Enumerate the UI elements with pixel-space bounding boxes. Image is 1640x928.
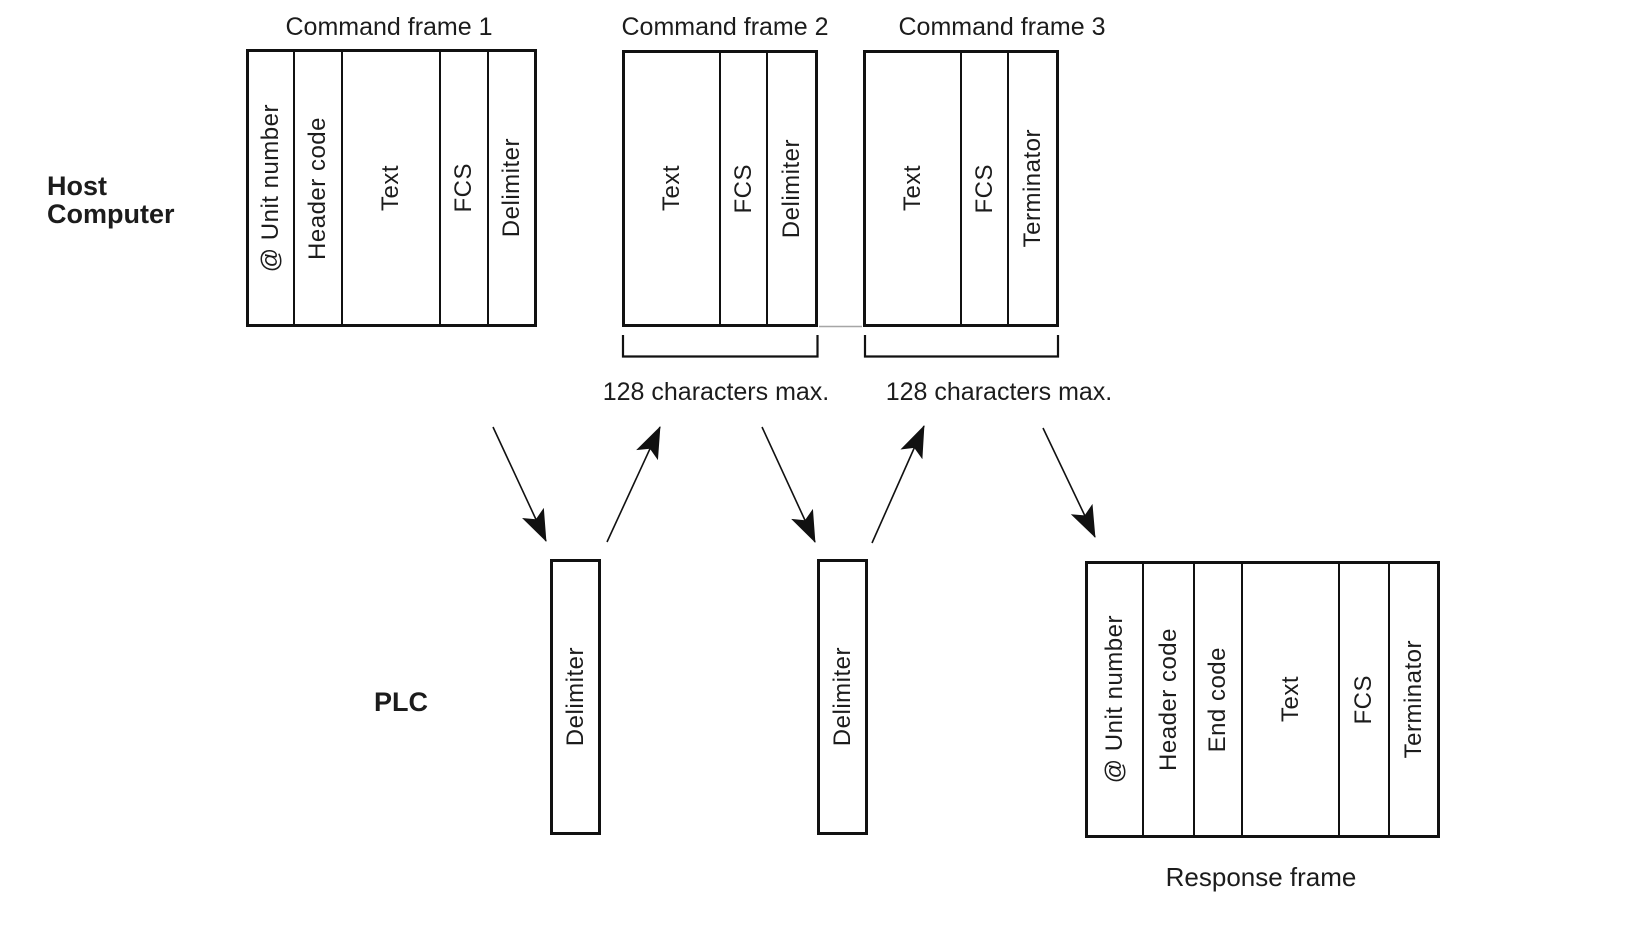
plc-delimiter-box-1: Delimiter <box>550 559 601 835</box>
max-characters-note-2: 128 characters max. <box>885 378 1113 406</box>
max-characters-note-1: 128 characters max. <box>602 378 830 406</box>
frame-cell-header-code: Header code <box>295 52 343 324</box>
command-frame-3-title: Command frame 3 <box>898 13 1106 41</box>
frame-cell-text: Text <box>1243 564 1340 835</box>
frame-cell-text: Text <box>343 52 441 324</box>
frame-cell-unit-number: @ Unit number <box>249 52 295 324</box>
response-frame-title: Response frame <box>1165 862 1357 892</box>
frame-cell-fcs: FCS <box>962 53 1009 324</box>
frame-cell-end-code: End code <box>1195 564 1243 835</box>
frame-cell-text: Text <box>625 53 721 324</box>
arrow-host-to-plc-2 <box>761 426 816 543</box>
arrow-host-to-plc-3 <box>1042 427 1096 538</box>
arrow-plc-to-host-1 <box>606 426 661 543</box>
response-frame: @ Unit number Header code End code Text … <box>1085 561 1440 838</box>
frame-cell-fcs: FCS <box>1340 564 1390 835</box>
plc-label: PLC <box>374 687 428 717</box>
arrow-plc-to-host-2 <box>871 425 925 544</box>
command-frame-1: @ Unit number Header code Text FCS Delim… <box>246 49 537 327</box>
frame-cell-header-code: Header code <box>1144 564 1195 835</box>
bracket-frame-3 <box>863 335 1060 358</box>
bracket-frame-2 <box>621 335 819 358</box>
command-frame-2: Text FCS Delimiter <box>622 50 818 327</box>
frame-cell-text: Text <box>866 53 962 324</box>
command-frame-2-title: Command frame 2 <box>621 13 829 41</box>
host-computer-label: Host Computer <box>47 171 175 230</box>
frame-cell-unit-number: @ Unit number <box>1088 564 1144 835</box>
plc-delimiter-box-2: Delimiter <box>817 559 868 835</box>
arrow-host-to-plc-1 <box>492 426 547 542</box>
frame-cell-fcs: FCS <box>441 52 489 324</box>
command-frame-1-title: Command frame 1 <box>285 13 493 41</box>
frame-cell-fcs: FCS <box>721 53 768 324</box>
command-frame-3: Text FCS Terminator <box>863 50 1059 327</box>
